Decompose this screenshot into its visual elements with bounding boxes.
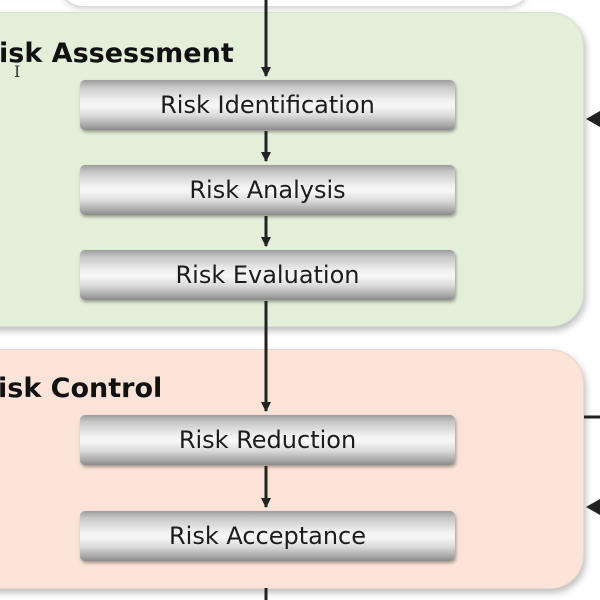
risk-reduction-step: Risk Reduction xyxy=(80,415,455,465)
risk-control-title: isk Control xyxy=(0,373,163,404)
text-cursor-icon: I xyxy=(14,62,21,81)
right-arrowhead-assessment xyxy=(586,111,600,127)
risk-identification-step: Risk Identification xyxy=(80,80,455,130)
risk-analysis-step: Risk Analysis xyxy=(80,165,455,215)
risk-evaluation-step: Risk Evaluation xyxy=(80,250,455,300)
risk-acceptance-step: Risk Acceptance xyxy=(80,511,455,561)
right-arrowhead-control xyxy=(586,499,600,515)
risk-assessment-title: isk Assessment xyxy=(0,38,234,69)
previous-step-box xyxy=(60,0,530,6)
